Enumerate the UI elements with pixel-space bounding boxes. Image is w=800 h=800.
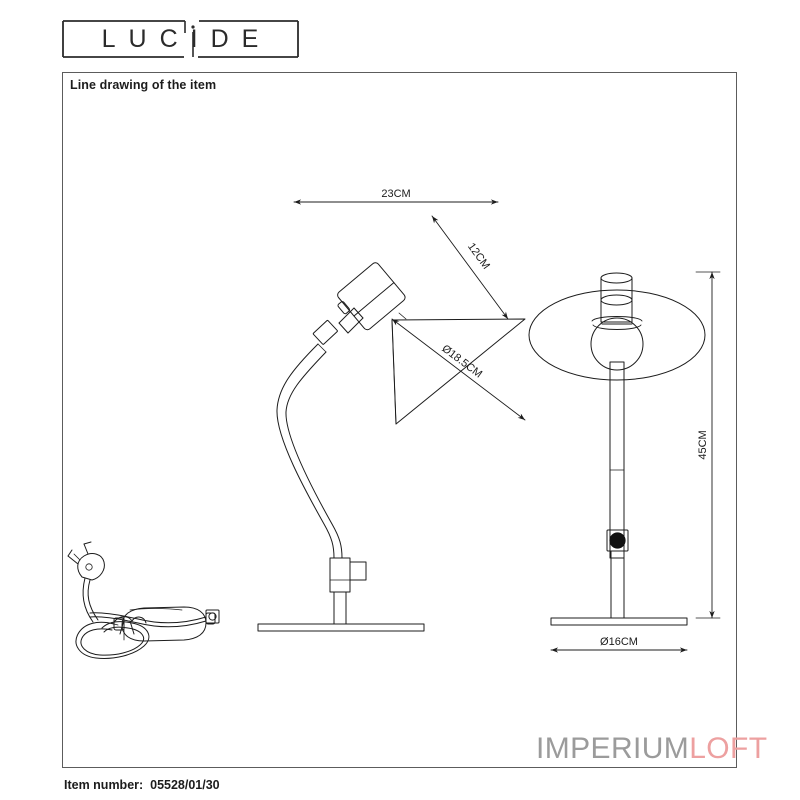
brand-logo-frame (62, 20, 299, 58)
watermark: IMPERIUMLOFT (536, 732, 767, 766)
brand-logo: LUCIDE (62, 20, 299, 58)
drawing-frame (62, 72, 737, 768)
brand-logo-text: LUCIDE (101, 24, 272, 53)
watermark-loft: LOFT (689, 732, 768, 765)
item-number-label: Item number: 05528/01/30 (64, 778, 220, 792)
frame-title: Line drawing of the item (70, 78, 217, 92)
watermark-imperium: IMPERIUM (536, 732, 690, 765)
